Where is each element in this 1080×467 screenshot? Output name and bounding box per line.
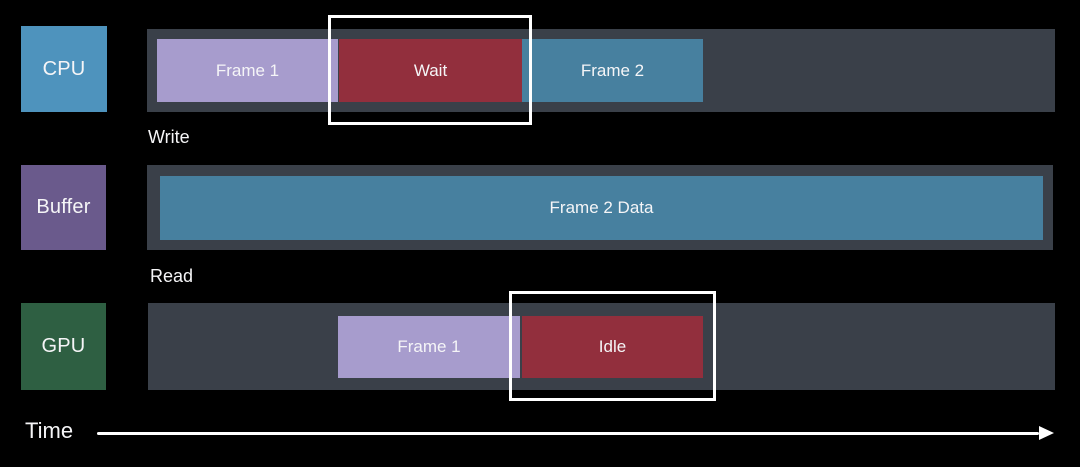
cpu-segment-wait-label: Wait xyxy=(413,60,448,80)
cpu-row-label: CPU xyxy=(21,26,107,112)
time-axis-arrow-head-icon xyxy=(1039,426,1054,440)
gpu-track: Frame 1 Idle xyxy=(148,303,1055,390)
gpu-row-label-text: GPU xyxy=(41,335,86,357)
cpu-segment-frame1: Frame 1 xyxy=(157,39,338,102)
gpu-segment-frame1-label: Frame 1 xyxy=(397,337,461,356)
cpu-segment-frame2: Frame 2 xyxy=(522,39,703,102)
gpu-segment-idle-label: Idle xyxy=(598,337,627,356)
buffer-row-label: Buffer xyxy=(21,165,106,250)
gpu-row-label: GPU xyxy=(21,303,106,390)
cpu-segment-frame2-label: Frame 2 xyxy=(580,60,645,80)
buffer-segment-frame2-data: Frame 2 Data xyxy=(160,176,1043,240)
time-axis-label: Time xyxy=(25,418,74,443)
gpu-segment-frame1: Frame 1 xyxy=(338,316,520,378)
cpu-wait-highlight-box xyxy=(328,15,532,125)
write-annotation: Write xyxy=(148,127,190,147)
cpu-track: Frame 1 Wait Frame 2 xyxy=(147,29,1055,112)
read-annotation: Read xyxy=(150,266,194,286)
cpu-segment-frame1-label: Frame 1 xyxy=(215,60,280,80)
gpu-segment-idle: Idle xyxy=(522,316,703,378)
gpu-idle-highlight-box xyxy=(509,291,716,401)
buffer-segment-frame2-data-label: Frame 2 Data xyxy=(549,198,654,217)
buffer-row-label-text: Buffer xyxy=(36,196,91,218)
buffer-track: Frame 2 Data xyxy=(147,165,1053,250)
time-axis-arrow-line xyxy=(97,432,1039,435)
cpu-row-label-text: CPU xyxy=(42,57,86,80)
cpu-segment-wait: Wait xyxy=(339,39,522,102)
